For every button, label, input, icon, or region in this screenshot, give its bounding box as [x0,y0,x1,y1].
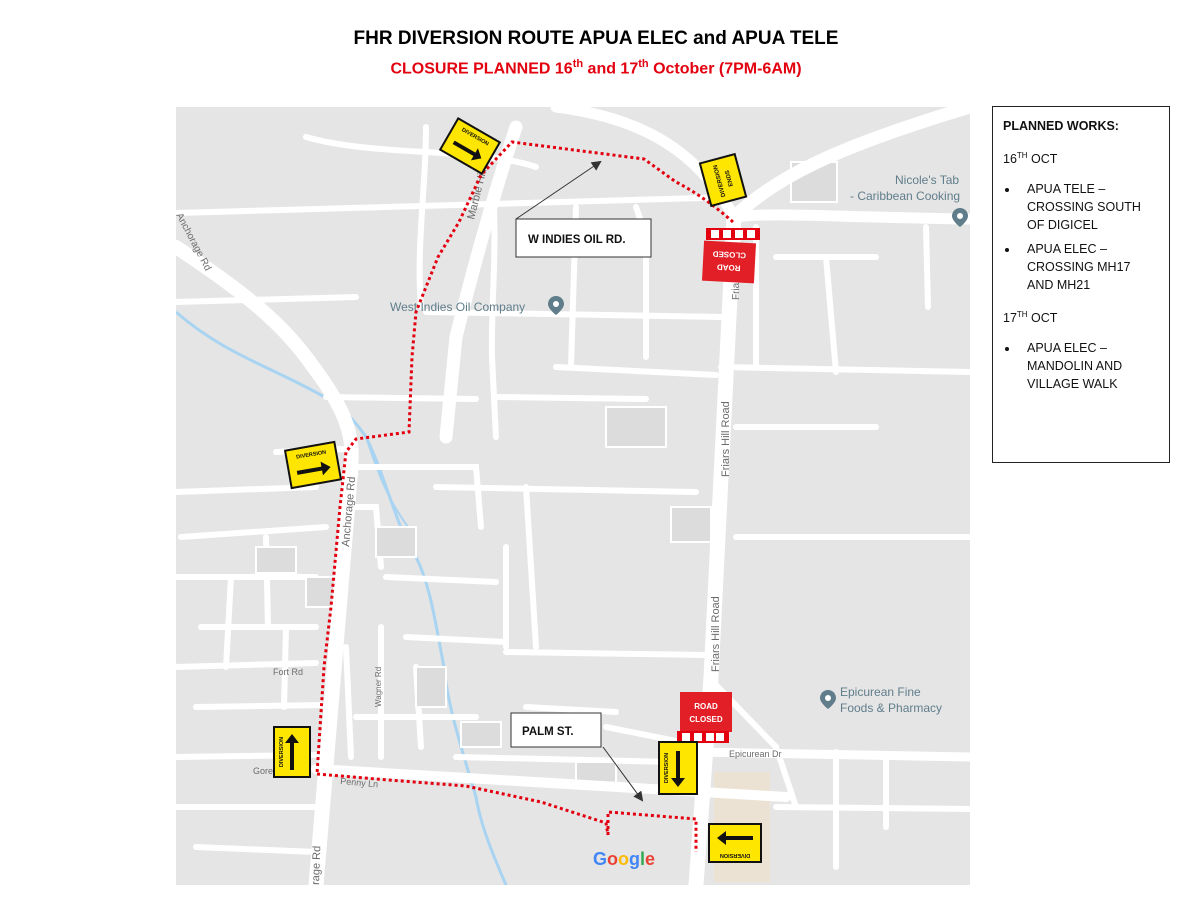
day-suffix-sup: TH [1016,310,1028,320]
diversion-sign-down: DIVERSION [658,741,698,795]
callout-w-indies-box [515,218,652,258]
subtitle-sup: th [572,58,584,70]
diversion-route-southeast [606,810,698,852]
arrow-right-icon [452,140,482,161]
day-heading-17: 17TH OCT [1003,306,1159,327]
document-title: FHR DIVERSION ROUTE APUA ELEC and APUA T… [353,28,839,49]
subtitle-part: and 17 [583,60,639,78]
poi-nicoles-line1: Nicole's Tab [895,173,959,187]
google-logo-letter: l [640,849,645,869]
major-roads [176,107,970,885]
map-pin-icon[interactable] [548,296,564,315]
callout-palm-arrow [602,746,644,802]
google-logo-letter: o [618,849,629,869]
road-closed-sign-top: ROAD CLOSED [701,240,757,284]
callout-palm: PALM ST. [522,726,574,738]
subtitle-part: CLOSURE PLANNED 16 [390,60,573,78]
arrow-right-icon [296,461,331,476]
day-number: 17 [1003,311,1017,326]
callout-palm-box [510,712,602,748]
street-label-friars-mid: Friars Hill Road [720,401,732,477]
works-item: APUA TELE – CROSSING SOUTH OF DIGICEL [1019,180,1159,234]
diversion-ends-line2: ENDS [725,169,735,187]
street-label-fort: Fort Rd [273,667,303,677]
day-number: 16 [1003,152,1017,167]
diversion-sign-anchorage: DIVERSION [283,440,343,490]
day-suffix-sup: TH [1016,151,1028,160]
callout-w-indies: W INDIES OIL RD. [528,234,626,246]
diversion-sign-label: DIVERSION [296,450,327,461]
diversion-sign-label: DIVERSION [664,753,670,783]
google-logo-letter: e [645,849,655,869]
subtitle-sup: th [638,58,649,70]
road-closed-line2: CLOSED [712,249,746,260]
arrow-left-icon [717,831,753,845]
diversion-sign-bottom-right: DIVERSION [708,823,762,863]
closure-subtitle: CLOSURE PLANNED 16th and 17th October (7… [0,58,1192,78]
street-label-epicurean: Epicurean Dr [729,749,782,759]
day-month: OCT [1027,311,1058,326]
street-label-friars-top: Friars [731,274,742,300]
street-label-anchorage-bottom: rage Rd [310,846,323,885]
poi-epicurean-line2: Foods & Pharmacy [840,701,942,715]
road-closed-sign-bottom: ROAD CLOSED [680,692,732,732]
works-list-16: APUA TELE – CROSSING SOUTH OF DIGICEL AP… [1003,180,1159,294]
arrow-down-icon [671,751,685,787]
water-branch [365,436,409,528]
street-label-friars-low: Friars Hill Road [710,596,722,672]
arrow-up-icon [285,734,299,770]
callout-w-indies-arrow [515,160,602,220]
google-logo: Google [593,849,655,869]
diversion-map: Anchorage Rd Marble Hill Rd Friars Friar… [176,107,970,885]
diversion-route-south [316,772,610,836]
poi-west-indies-oil: West Indies Oil Company [390,300,525,314]
planned-works-heading: PLANNED WORKS: [1003,119,1119,133]
road-closed-line1: ROAD [694,702,718,711]
works-item: APUA ELEC – MANDOLIN AND VILLAGE WALK [1019,339,1159,393]
google-logo-letter: G [593,849,607,869]
restaurant-badge-icon[interactable] [952,208,968,227]
subtitle-part: October (7PM-6AM) [648,60,802,78]
day-heading-16: 16TH OCT [1003,147,1159,168]
diversion-sign-gore: DIVERSION [273,726,311,778]
planned-works-panel: PLANNED WORKS: 16TH OCT APUA TELE – CROS… [992,106,1170,463]
google-logo-letter: o [607,849,618,869]
diversion-sign-label: DIVERSION [279,737,285,767]
diversion-sign-top: DIVERSION [438,117,502,175]
street-label-wagner: Wagner Rd [374,667,383,707]
street-label-penny: Penny Ln [340,776,379,789]
poi-nicoles-line2: - Caribbean Cooking [850,189,960,203]
road-closed-line1: ROAD [716,262,740,272]
diversion-route-north [315,140,734,775]
diversion-ends-sign: DIVERSION ENDS [698,152,748,208]
day-month: OCT [1027,152,1058,167]
poi-epicurean-line1: Epicurean Fine [840,685,921,699]
google-logo-letter: g [629,849,640,869]
works-list-17: APUA ELEC – MANDOLIN AND VILLAGE WALK [1003,339,1159,393]
street-label-gore: Gore [253,766,273,776]
works-item: APUA ELEC – CROSSING MH17 AND MH21 [1019,240,1159,294]
map-pin-icon[interactable] [820,690,836,709]
diversion-sign-label: DIVERSION [720,852,750,858]
road-closed-line2: CLOSED [689,715,723,724]
road-barrier-bottom [677,731,729,743]
road-barrier-top [706,228,760,240]
